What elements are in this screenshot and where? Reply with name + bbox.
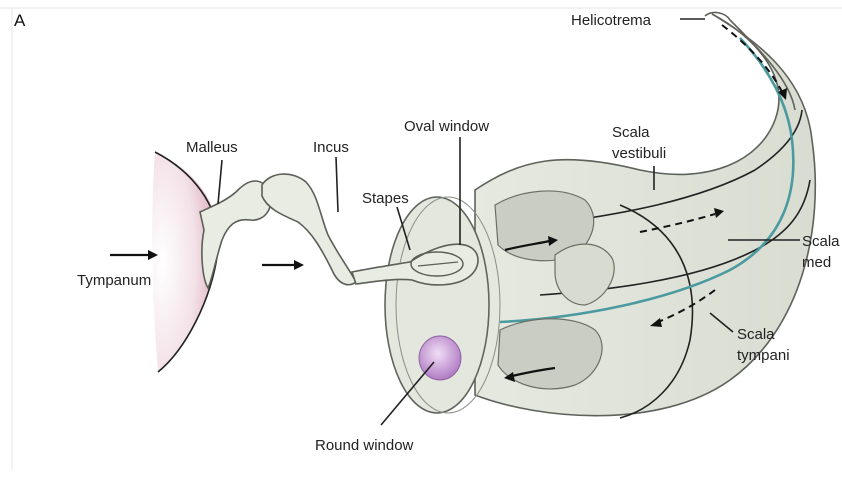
leader-incus — [336, 157, 338, 212]
label-round-window: Round window — [315, 437, 414, 454]
label-oval-window: Oval window — [404, 118, 489, 135]
sound-arrow-tympanum — [110, 250, 158, 260]
label-scala-tympani-line1: Scala — [737, 326, 775, 343]
label-scala-media-line1: Scala — [802, 233, 840, 250]
label-helicotrema: Helicotrema — [571, 12, 652, 29]
leader-malleus — [218, 160, 222, 204]
label-malleus: Malleus — [186, 139, 238, 156]
label-incus: Incus — [313, 139, 349, 156]
label-tympanum: Tympanum — [77, 272, 151, 289]
label-scala-media-line2: med — [802, 254, 831, 271]
label-stapes: Stapes — [362, 190, 409, 207]
malleus-bone — [200, 181, 271, 288]
label-scala-vestibuli-line2: vestibuli — [612, 145, 666, 162]
sound-arrow-ossicles — [262, 260, 304, 270]
vestibule-disc — [385, 197, 489, 413]
incus-bone — [262, 174, 356, 285]
label-scala-tympani-line2: tympani — [737, 347, 790, 364]
panel-letter: A — [14, 11, 26, 30]
label-scala-vestibuli-line1: Scala — [612, 124, 650, 141]
